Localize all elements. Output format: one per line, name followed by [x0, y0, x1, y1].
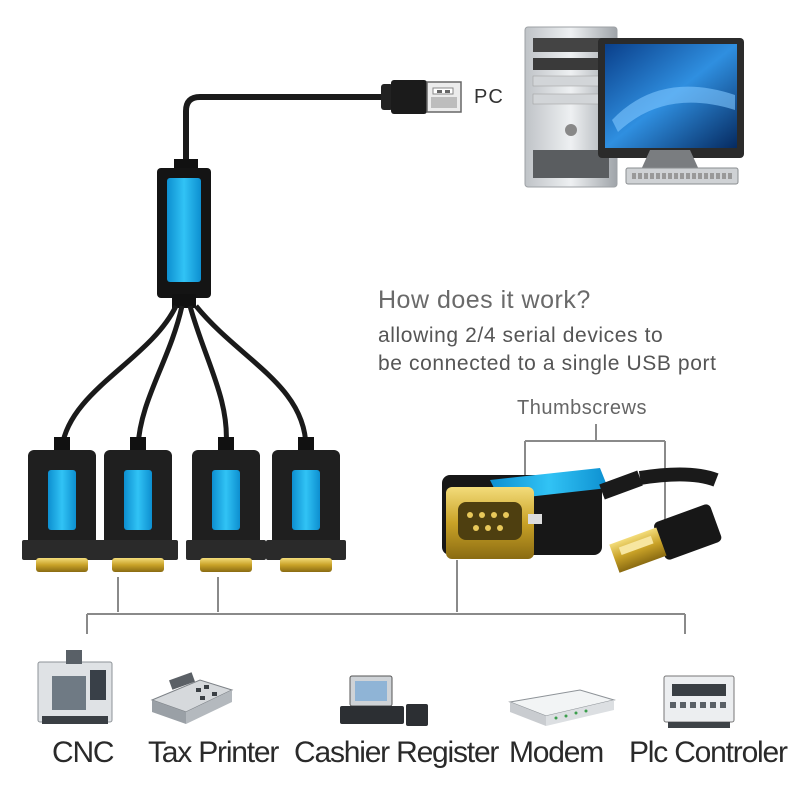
db9-connector-icon	[186, 437, 266, 572]
desktop-pc-icon	[524, 26, 744, 188]
cnc-machine-icon	[37, 650, 113, 724]
device-label-plc-controller: Plc Controler	[629, 736, 788, 769]
device-label-cashier-register: Cashier Register	[294, 736, 499, 769]
usb-plug-icon	[381, 80, 462, 114]
device-label-tax-printer: Tax Printer	[148, 736, 279, 769]
description-line-1: allowing 2/4 serial devices to	[378, 324, 664, 347]
modem-icon	[508, 689, 616, 726]
db9-connector-icon	[22, 437, 102, 572]
usb-hub-icon	[157, 159, 211, 308]
split-cables	[59, 304, 309, 448]
how-it-works-heading: How does it work?	[378, 286, 591, 314]
plc-controller-icon	[663, 675, 735, 728]
pc-label: PC	[474, 86, 504, 108]
tax-printer-icon	[150, 672, 234, 724]
description-line-2: be connected to a single USB port	[378, 352, 717, 375]
cash-register-icon	[340, 675, 428, 726]
db9-connector-icon	[266, 437, 346, 572]
db9-usb-adapter-icon	[442, 467, 722, 573]
device-label-modem: Modem	[509, 736, 604, 769]
connection-tree	[86, 560, 686, 634]
device-label-cnc: CNC	[52, 736, 115, 769]
thumbscrews-label: Thumbscrews	[517, 397, 647, 419]
usb-cable	[183, 94, 384, 165]
db9-connector-icon	[98, 437, 178, 572]
